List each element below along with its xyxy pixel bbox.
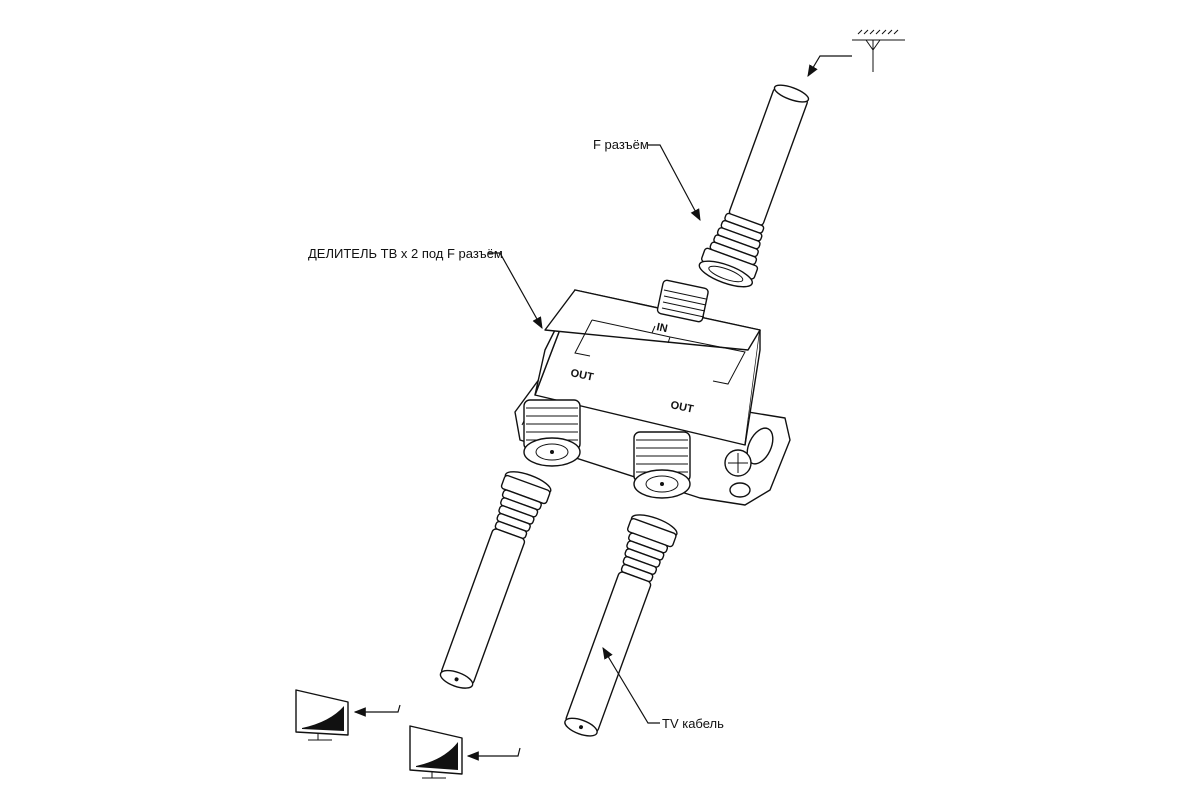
f-connector-arrow xyxy=(648,144,701,222)
splitter-body: IN OUT OUT xyxy=(514,289,791,506)
input-cable xyxy=(698,84,810,288)
port-out-left-label: OUT xyxy=(569,367,594,384)
splitter-label: ДЕЛИТЕЛЬ ТВ х 2 под F разъём xyxy=(308,246,503,261)
tv-cable-label: TV кабель xyxy=(662,716,724,731)
splitter-out-port-left xyxy=(523,399,581,467)
antenna-arrow xyxy=(807,55,852,78)
tv-arrow-right xyxy=(466,747,521,761)
splitter-in-port xyxy=(656,279,709,323)
output-cable-right xyxy=(564,514,678,737)
output-cable-left xyxy=(439,471,552,689)
f-connector-label: F разъём xyxy=(593,137,649,152)
screw-icon xyxy=(724,449,752,477)
splitter-arrow xyxy=(488,252,543,330)
cable-boot xyxy=(709,212,765,266)
mount-slot xyxy=(746,427,774,465)
mount-hole xyxy=(729,482,751,498)
antenna-icon xyxy=(852,29,905,72)
tv-icon xyxy=(295,689,349,741)
port-in-label: IN xyxy=(655,321,668,335)
tv-icon xyxy=(409,725,463,779)
tv-arrow-left xyxy=(353,704,401,717)
tv-cable-arrow xyxy=(602,646,660,724)
port-out-right-label: OUT xyxy=(669,399,694,416)
splitter-out-port-right xyxy=(633,431,691,499)
